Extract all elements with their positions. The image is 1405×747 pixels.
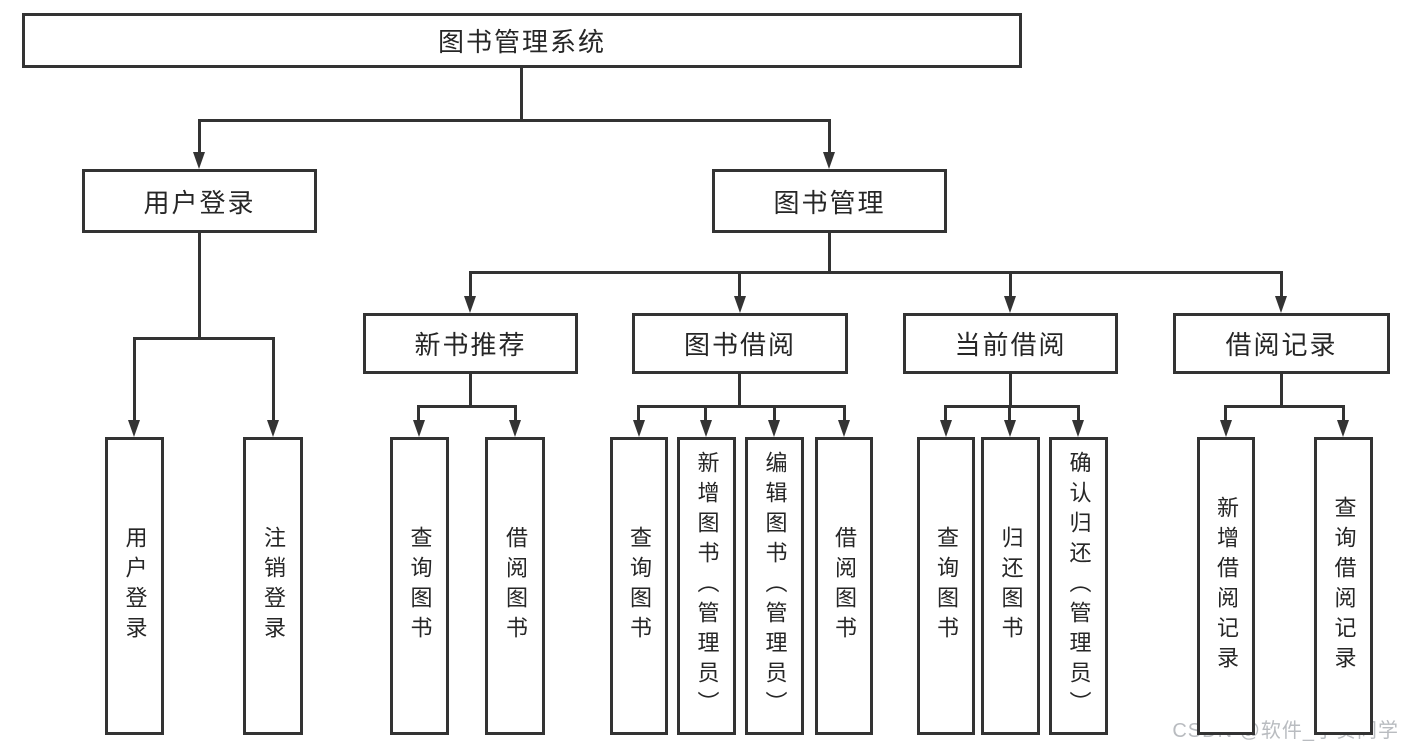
node-book-management: 图书管理	[712, 169, 947, 233]
connector-line	[944, 405, 1080, 408]
node-label-leaf-user-login: 用户登录	[122, 526, 148, 646]
connector-line	[828, 233, 831, 274]
connector-line	[828, 119, 831, 155]
arrow-down-icon	[464, 296, 476, 313]
node-label-book-borrowing: 图书借阅	[683, 330, 796, 360]
connector-line	[469, 374, 472, 407]
connector-line	[738, 374, 741, 407]
arrow-down-icon	[128, 420, 140, 437]
connector-line	[133, 337, 275, 340]
node-label-leaf-query-record: 查询借阅记录	[1331, 496, 1357, 676]
node-leaf-logout: 注销登录	[243, 437, 303, 735]
connector-line	[1280, 374, 1283, 407]
arrow-down-icon	[823, 152, 835, 169]
arrow-down-icon	[700, 420, 712, 437]
node-leaf-return-book: 归还图书	[981, 437, 1040, 735]
connector-line	[1009, 271, 1012, 299]
node-leaf-query-record: 查询借阅记录	[1314, 437, 1373, 735]
node-book-borrowing: 图书借阅	[632, 313, 848, 374]
arrow-down-icon	[1004, 296, 1016, 313]
arrow-down-icon	[1004, 420, 1016, 437]
node-label-leaf-query-book-2: 查询图书	[627, 526, 652, 646]
arrow-down-icon	[1337, 420, 1349, 437]
connector-line	[1224, 405, 1345, 408]
connector-line	[1008, 405, 1011, 424]
node-leaf-add-book-admin: 新增图书（管理员）	[677, 437, 736, 735]
node-label-new-book-recommend: 新书推荐	[414, 330, 527, 360]
arrow-down-icon	[838, 420, 850, 437]
node-label-borrowing-records: 借阅记录	[1225, 330, 1338, 360]
arrow-down-icon	[413, 420, 425, 437]
node-root: 图书管理系统	[22, 13, 1022, 68]
connector-line	[417, 405, 420, 424]
connector-line	[520, 68, 523, 122]
connector-line	[469, 271, 1283, 274]
connector-line	[1009, 374, 1012, 407]
node-leaf-query-book-2: 查询图书	[610, 437, 668, 735]
node-leaf-borrow-book-1: 借阅图书	[485, 437, 545, 735]
connector-line	[637, 405, 640, 424]
connector-line	[944, 405, 947, 424]
node-label-leaf-borrow-book-1: 借阅图书	[503, 526, 528, 646]
node-label-leaf-logout: 注销登录	[261, 526, 286, 646]
node-leaf-add-record: 新增借阅记录	[1197, 437, 1255, 735]
connector-line	[198, 119, 831, 122]
connector-line	[738, 271, 741, 299]
node-leaf-confirm-return: 确认归还（管理员）	[1049, 437, 1108, 735]
arrow-down-icon	[940, 420, 952, 437]
connector-line	[1224, 405, 1227, 424]
connector-line	[1280, 271, 1283, 299]
node-leaf-borrow-book-2: 借阅图书	[815, 437, 873, 735]
node-leaf-query-book-1: 查询图书	[390, 437, 449, 735]
node-label-leaf-borrow-book-2: 借阅图书	[832, 526, 857, 646]
arrow-down-icon	[509, 420, 521, 437]
node-leaf-query-book-3: 查询图书	[917, 437, 975, 735]
arrow-down-icon	[734, 296, 746, 313]
node-label-root: 图书管理系统	[437, 27, 606, 57]
arrow-down-icon	[1072, 420, 1084, 437]
connector-line	[198, 119, 201, 155]
node-leaf-user-login: 用户登录	[105, 437, 164, 735]
arrow-down-icon	[1220, 420, 1232, 437]
connector-line	[704, 405, 707, 424]
node-label-user-login-group: 用户登录	[143, 187, 256, 218]
connector-line	[637, 405, 846, 408]
node-label-leaf-query-book-1: 查询图书	[407, 526, 433, 646]
arrow-down-icon	[1275, 296, 1287, 313]
node-user-login-group: 用户登录	[82, 169, 317, 233]
node-label-leaf-add-book-admin: 新增图书（管理员）	[694, 451, 720, 721]
node-label-book-management: 图书管理	[773, 187, 886, 218]
connector-line	[843, 405, 846, 424]
connector-line	[272, 337, 275, 424]
node-label-leaf-edit-book-admin: 编辑图书（管理员）	[762, 451, 788, 721]
node-current-borrowing: 当前借阅	[903, 313, 1118, 374]
arrow-down-icon	[267, 420, 279, 437]
node-label-leaf-query-book-3: 查询图书	[934, 526, 959, 646]
node-new-book-recommend: 新书推荐	[363, 313, 578, 374]
connector-line	[198, 233, 201, 340]
arrow-down-icon	[193, 152, 205, 169]
arrow-down-icon	[633, 420, 645, 437]
connector-line	[773, 405, 776, 424]
connector-line	[1342, 405, 1345, 424]
connector-line	[469, 271, 472, 299]
node-borrowing-records: 借阅记录	[1173, 313, 1390, 374]
connector-line	[133, 337, 136, 424]
connector-line	[1077, 405, 1080, 424]
node-label-current-borrowing: 当前借阅	[954, 330, 1067, 360]
node-label-leaf-return-book: 归还图书	[998, 526, 1024, 646]
connector-line	[514, 405, 517, 424]
node-label-leaf-confirm-return: 确认归还（管理员）	[1066, 451, 1092, 721]
connector-line	[417, 405, 517, 408]
node-leaf-edit-book-admin: 编辑图书（管理员）	[745, 437, 804, 735]
node-label-leaf-add-record: 新增借阅记录	[1214, 496, 1239, 676]
arrow-down-icon	[768, 420, 780, 437]
